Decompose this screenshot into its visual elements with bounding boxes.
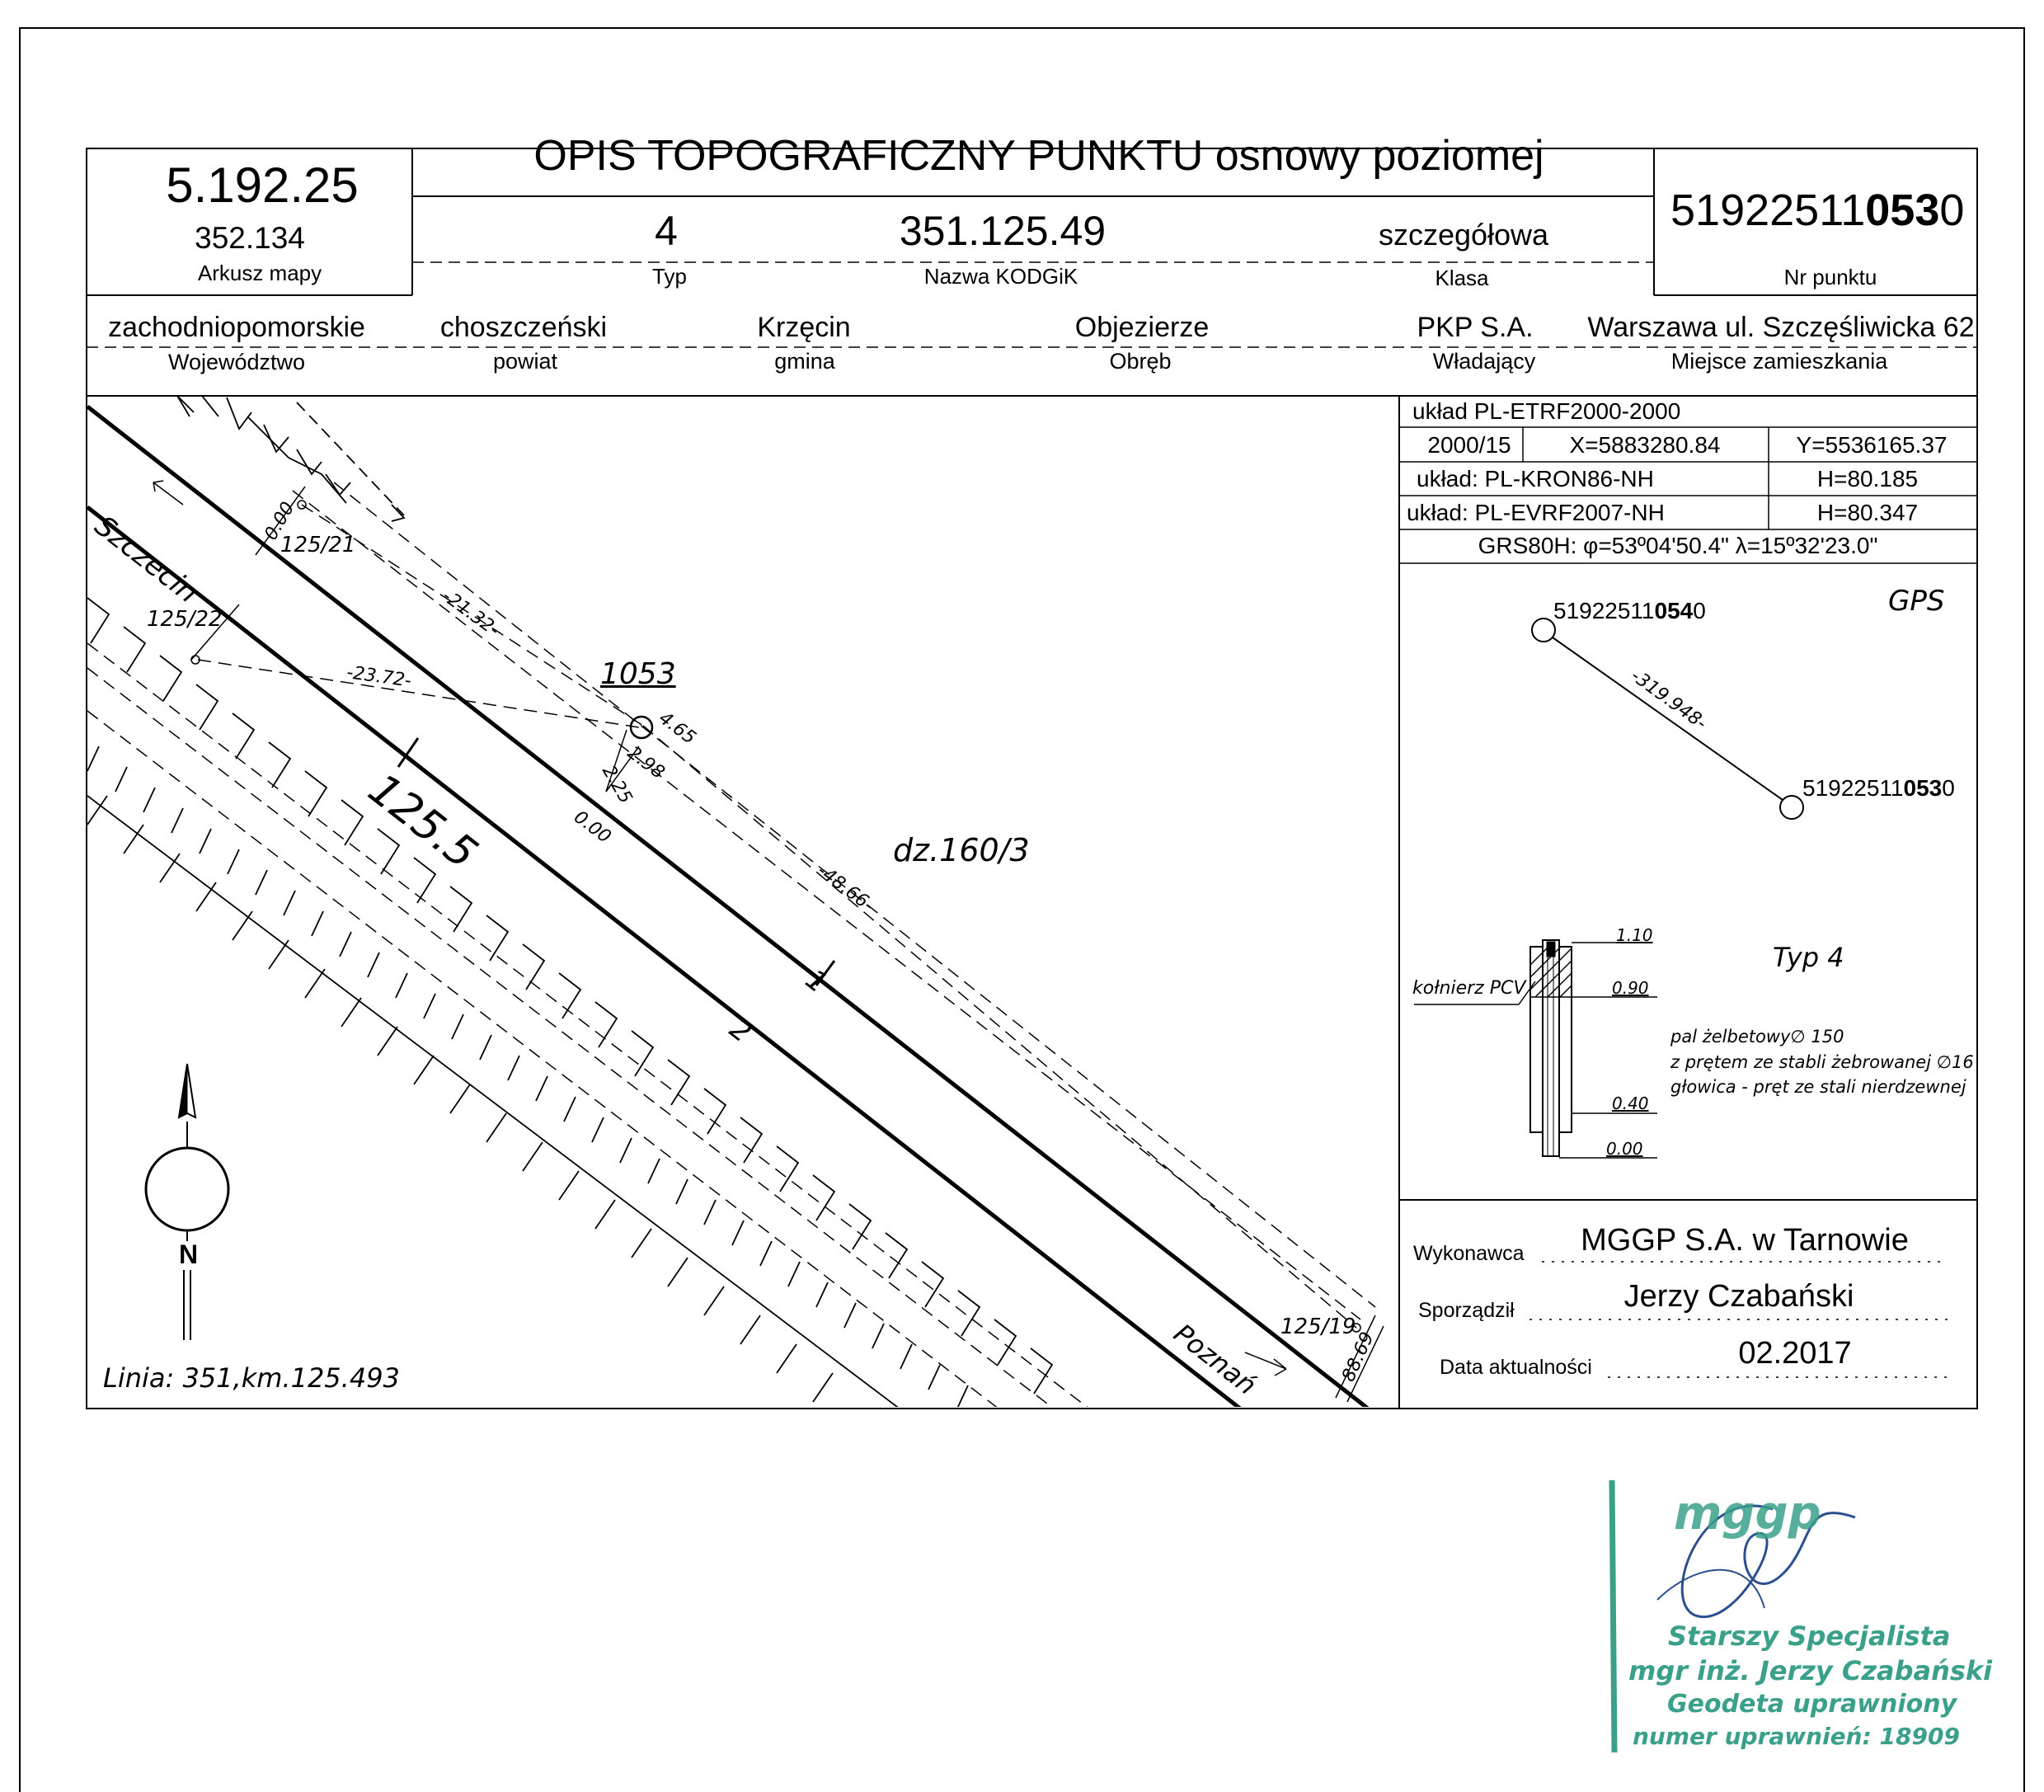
coord-system: układ PL-ETRF2000-2000 <box>1412 398 1681 424</box>
map-sheet-sub: 352.134 <box>195 221 305 255</box>
north-arrow <box>144 1063 230 1340</box>
sheet-title: OPIS TOPOGRAFICZNY PUNKTU osnowy poziome… <box>533 132 1544 180</box>
kron-height: H=80.185 <box>1816 466 1919 492</box>
map-sketch <box>87 396 1384 1407</box>
coord-zone: 2000/15 <box>1427 432 1511 458</box>
parcel-label: dz.160/3 <box>893 832 1030 868</box>
contractor-value: MGGP S.A. w Tarnowie <box>1581 1223 1909 1258</box>
monument-desc-3: głowica - pręt ze stali nierdzewnej <box>1670 1077 1966 1097</box>
gps-point-1054: 519225110540 <box>1553 598 1706 623</box>
level-110: 1.10 <box>1616 925 1653 945</box>
monument-desc-2: z prętem ze stabli żebrowanej ∅16 <box>1670 1052 1974 1072</box>
line-info: Linia: 351,km.125.493 <box>103 1362 400 1394</box>
point-number-label: Nr punktu <box>1783 265 1877 289</box>
contractor-label: Wykonawca <box>1413 1242 1525 1265</box>
coord-x: X=5883280.84 <box>1569 432 1721 458</box>
date-label: Data aktualności <box>1440 1356 1592 1379</box>
level-040: 0.40 <box>1612 1094 1649 1113</box>
level-090: 0.90 <box>1612 978 1649 998</box>
stamp-role: Geodeta uprawniony <box>1667 1690 1957 1719</box>
kodgik-value: 351.125.49 <box>899 208 1107 254</box>
monument-type: Typ 4 <box>1773 942 1844 973</box>
stamp-license: numer uprawnień: 18909 <box>1633 1723 1960 1750</box>
voivodeship-value: zachodniopomorskie <box>108 312 365 343</box>
ref-125-21: 125/21 <box>280 533 356 557</box>
author-value: Jerzy Czabański <box>1623 1279 1854 1314</box>
main-frame <box>86 148 1978 1409</box>
coord-y: Y=5536165.37 <box>1796 432 1948 458</box>
ref-125-22: 125/22 <box>147 607 223 632</box>
evrf-height: H=80.347 <box>1816 500 1919 525</box>
county-label: powiat <box>492 349 558 374</box>
type-label: Typ <box>652 264 687 289</box>
stamp-graphic <box>1609 1479 1856 1753</box>
kron-system: układ: PL-KRON86-NH <box>1417 466 1654 492</box>
type-value: 4 <box>655 208 678 254</box>
gps-point-1053: 519225110530 <box>1802 775 1955 801</box>
monument-desc-1: pal żelbetowy∅ 150 <box>1670 1027 1844 1047</box>
address-label: Miejsce zamieszkania <box>1670 349 1888 374</box>
owner-value: PKP S.A. <box>1417 312 1534 343</box>
grs-coords: GRS80H: φ=53º04'50.4" λ=15º32'23.0" <box>1478 533 1878 558</box>
monument-flange-label: kołnierz PCV <box>1412 978 1526 999</box>
ref-125-19: 125/19 <box>1280 1315 1356 1339</box>
gps-vector <box>1531 618 1804 820</box>
owner-label: Władający <box>1432 349 1536 374</box>
kodgik-label: Nazwa KODGiK <box>923 264 1078 289</box>
author-label: Sporządził <box>1418 1299 1515 1322</box>
evrf-system: układ: PL-EVRF2007-NH <box>1407 500 1665 525</box>
address-value: Warszawa ul. Szczęśliwicka 62 <box>1587 312 1975 343</box>
map-sheet-label: Arkusz mapy <box>197 261 322 285</box>
commune-value: Krzęcin <box>757 312 851 343</box>
date-value: 02.2017 <box>1738 1336 1852 1371</box>
point-number: 519225110530 <box>1670 186 1965 235</box>
map-sheet-number: 5.192.25 <box>166 158 359 213</box>
class-label: Klasa <box>1435 266 1489 290</box>
precinct-value: Objezierze <box>1074 312 1210 343</box>
stamp-title: Starszy Specjalista <box>1668 1620 1951 1652</box>
north-label: N <box>179 1239 199 1269</box>
stamp-name: mgr inż. Jerzy Czabański <box>1628 1655 1993 1686</box>
stamp-logo: mggp <box>1674 1487 1821 1540</box>
monument-section <box>1414 939 1657 1159</box>
level-000: 0.00 <box>1606 1139 1643 1159</box>
class-value: szczegółowa <box>1378 218 1549 252</box>
precinct-label: Obręb <box>1109 349 1172 374</box>
gps-label: GPS <box>1888 585 1945 618</box>
county-value: choszczeński <box>439 312 608 343</box>
point-1053-label: 1053 <box>600 657 676 691</box>
commune-label: gmina <box>774 349 835 374</box>
outer-frame <box>19 27 2025 1792</box>
voivodeship-label: Województwo <box>167 350 306 374</box>
